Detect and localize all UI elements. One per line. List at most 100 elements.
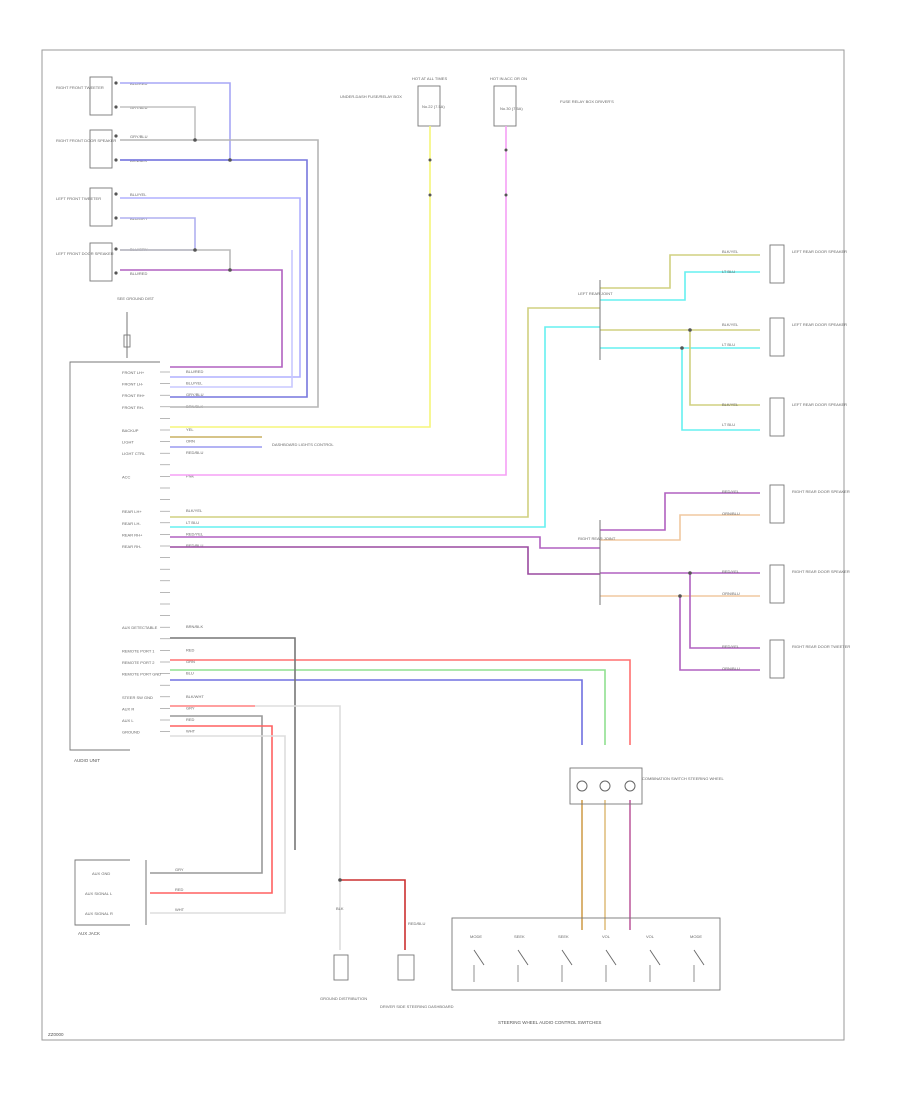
left-speaker-label: RIGHT FRONT DOOR SPEAKER	[56, 138, 116, 143]
right-rear-pin: RED/YEL	[722, 569, 740, 574]
audio-wire-label: YEL	[186, 427, 194, 432]
left-speaker-label: LEFT FRONT DOOR SPEAKER	[56, 251, 114, 256]
audio-pin-label: AUX R	[122, 706, 134, 711]
pin-dot	[114, 134, 118, 138]
footer-code: ZZ0000	[48, 1032, 64, 1037]
left-speaker-label: LEFT FRONT TWEETER	[56, 196, 101, 201]
audio-pin-label: BACKUP	[122, 428, 139, 433]
dash-lights-label: DASHBOARD LIGHTS CONTROL	[272, 442, 334, 447]
combination-switch: COMBINATION SWITCH STEERING WHEEL	[569, 767, 724, 805]
audio-pin-label: REAR LH-	[122, 521, 141, 526]
left-speaker-1	[89, 76, 113, 116]
audio-wire-label: GRN	[186, 659, 195, 664]
audio-wire-label: WHT	[186, 729, 196, 734]
audio-pin-label: AUX L	[122, 718, 134, 723]
audio-pin-label: REMOTE PORT 2	[122, 660, 155, 665]
left-rear-joint: LEFT REAR JOINT	[578, 280, 613, 360]
left-speaker-pin: BLU/YEL	[130, 192, 147, 197]
audio-wire-label: BLU	[186, 671, 194, 676]
audio-pin-label: LIGHT	[122, 440, 134, 445]
left-rear-speaker-label: LEFT REAR DOOR SPEAKER	[792, 249, 847, 254]
dash-lights: DASHBOARD LIGHTS CONTROL	[272, 442, 334, 447]
left-rear-pin: LT BLU	[722, 342, 735, 347]
right-rear-joint-label: RIGHT REAR JOINT	[578, 536, 616, 541]
audio-wire-label: BRN/BLK	[186, 624, 203, 629]
audio-wire-label: GRY	[186, 705, 195, 710]
audio-unit-label: AUDIO UNIT	[74, 758, 100, 763]
right-rear-joint: RIGHT REAR JOINT	[578, 520, 616, 605]
left-rear-pin: BLK/YEL	[722, 322, 739, 327]
fuse-a-header: HOT AT ALL TIMES	[412, 76, 447, 81]
left-fuse: SEE GROUND DIST	[117, 296, 155, 358]
steering-button-label: SEEK	[558, 934, 569, 939]
audio-wire-label: GRY/BLU	[186, 392, 204, 397]
audio-pin-label: REAR RH-	[122, 544, 142, 549]
fuse-box-b: HOT IN ACC OR ON FUSE RELAY BOX DRIVER'S…	[490, 76, 614, 127]
switch-contact-icon	[605, 949, 617, 966]
fuse-box-a: HOT AT ALL TIMES UNDER-DASH FUSE/RELAY B…	[340, 76, 447, 127]
steering-button-label: VOL	[646, 934, 655, 939]
audio-pin-label: FRONT LH-	[122, 382, 144, 387]
right-rear-pin: RED/YEL	[722, 489, 740, 494]
audio-pin-label: REAR RH+	[122, 532, 143, 537]
aux-wire-1: GRY	[175, 867, 184, 872]
left-speaker-pin: GRY/BLU	[130, 134, 148, 139]
pin-dot	[114, 81, 118, 85]
right-rear-pin: RED/YEL	[722, 644, 740, 649]
steering-button-label: SEEK	[514, 934, 525, 939]
left-rear-pin: BLK/YEL	[722, 249, 739, 254]
switch-contact-icon	[561, 949, 573, 966]
left-rear-speaker-label: LEFT REAR DOOR SPEAKER	[792, 322, 847, 327]
audio-pin-label: LIGHT CTRL	[122, 451, 146, 456]
audio-pin-label: FRONT RH+	[122, 393, 146, 398]
aux-pin-1: AUX GND	[92, 871, 110, 876]
pin-dot	[114, 247, 118, 251]
aux-jack-label: AUX JACK	[78, 931, 100, 936]
right-rear-pin: ORN/BLU	[722, 666, 740, 671]
switch-contact-icon	[473, 949, 485, 966]
switch-contact-icon	[517, 949, 529, 966]
pin-dot	[114, 192, 118, 196]
left-rear-speaker-label: LEFT REAR DOOR SPEAKER	[792, 402, 847, 407]
ground-a-wire: BLK	[336, 906, 344, 911]
audio-wire-label: BLK/WHT	[186, 694, 204, 699]
audio-pin-label: FRONT LH+	[122, 370, 145, 375]
ground-b-label: DRIVER SIDE STEERING DASHBOARD	[380, 1004, 454, 1009]
switch-contact-icon	[693, 949, 705, 966]
audio-pin-label: STEER SW GND	[122, 695, 153, 700]
audio-pin-label: ACC	[122, 474, 131, 479]
left-rear-pin: LT BLU	[722, 422, 735, 427]
aux-pin-3: AUX SIGNAL R	[85, 911, 113, 916]
steering-button-label: MODE	[690, 934, 702, 939]
left-rear-joint-label: LEFT REAR JOINT	[578, 291, 613, 296]
right-rear-pin: ORN/BLU	[722, 591, 740, 596]
left-rear-speaker	[769, 397, 785, 437]
left-speaker-3	[89, 187, 113, 227]
audio-wire-label: RED	[186, 717, 195, 722]
audio-pin-label: REAR LH+	[122, 509, 142, 514]
right-rear-speaker	[769, 639, 785, 679]
audio-pin-label: AUX DETECTABLE	[122, 625, 158, 630]
right-rear-speaker-label: RIGHT REAR DOOR SPEAKER	[792, 569, 850, 574]
junction-dots	[193, 138, 692, 882]
pin-dot	[114, 105, 118, 109]
left-speaker-pin: BLU/RED	[130, 271, 147, 276]
audio-pin-label: REMOTE PORT GND	[122, 672, 161, 677]
audio-wire-label: RED/BLU	[186, 450, 203, 455]
pin-dot	[114, 158, 118, 162]
wires	[120, 82, 760, 950]
fuse-b-header: HOT IN ACC OR ON	[490, 76, 527, 81]
steering-button-label: MODE	[470, 934, 482, 939]
pin-dot	[114, 271, 118, 275]
right-rear-speaker	[769, 564, 785, 604]
left-rear-pin: LT BLU	[722, 269, 735, 274]
ground-b-wire: RED/BLU	[408, 921, 425, 926]
audio-wire-label: BLU/YEL	[186, 381, 203, 386]
right-rear-pin: ORN/BLU	[722, 511, 740, 516]
audio-pin-label: FRONT RH-	[122, 405, 145, 410]
aux-wire-2: RED	[175, 887, 184, 892]
rear-speakers: LEFT REAR DOOR SPEAKER BLK/YEL LT BLU LEFT …	[722, 244, 850, 679]
audio-wire-label: PNK	[186, 473, 195, 478]
